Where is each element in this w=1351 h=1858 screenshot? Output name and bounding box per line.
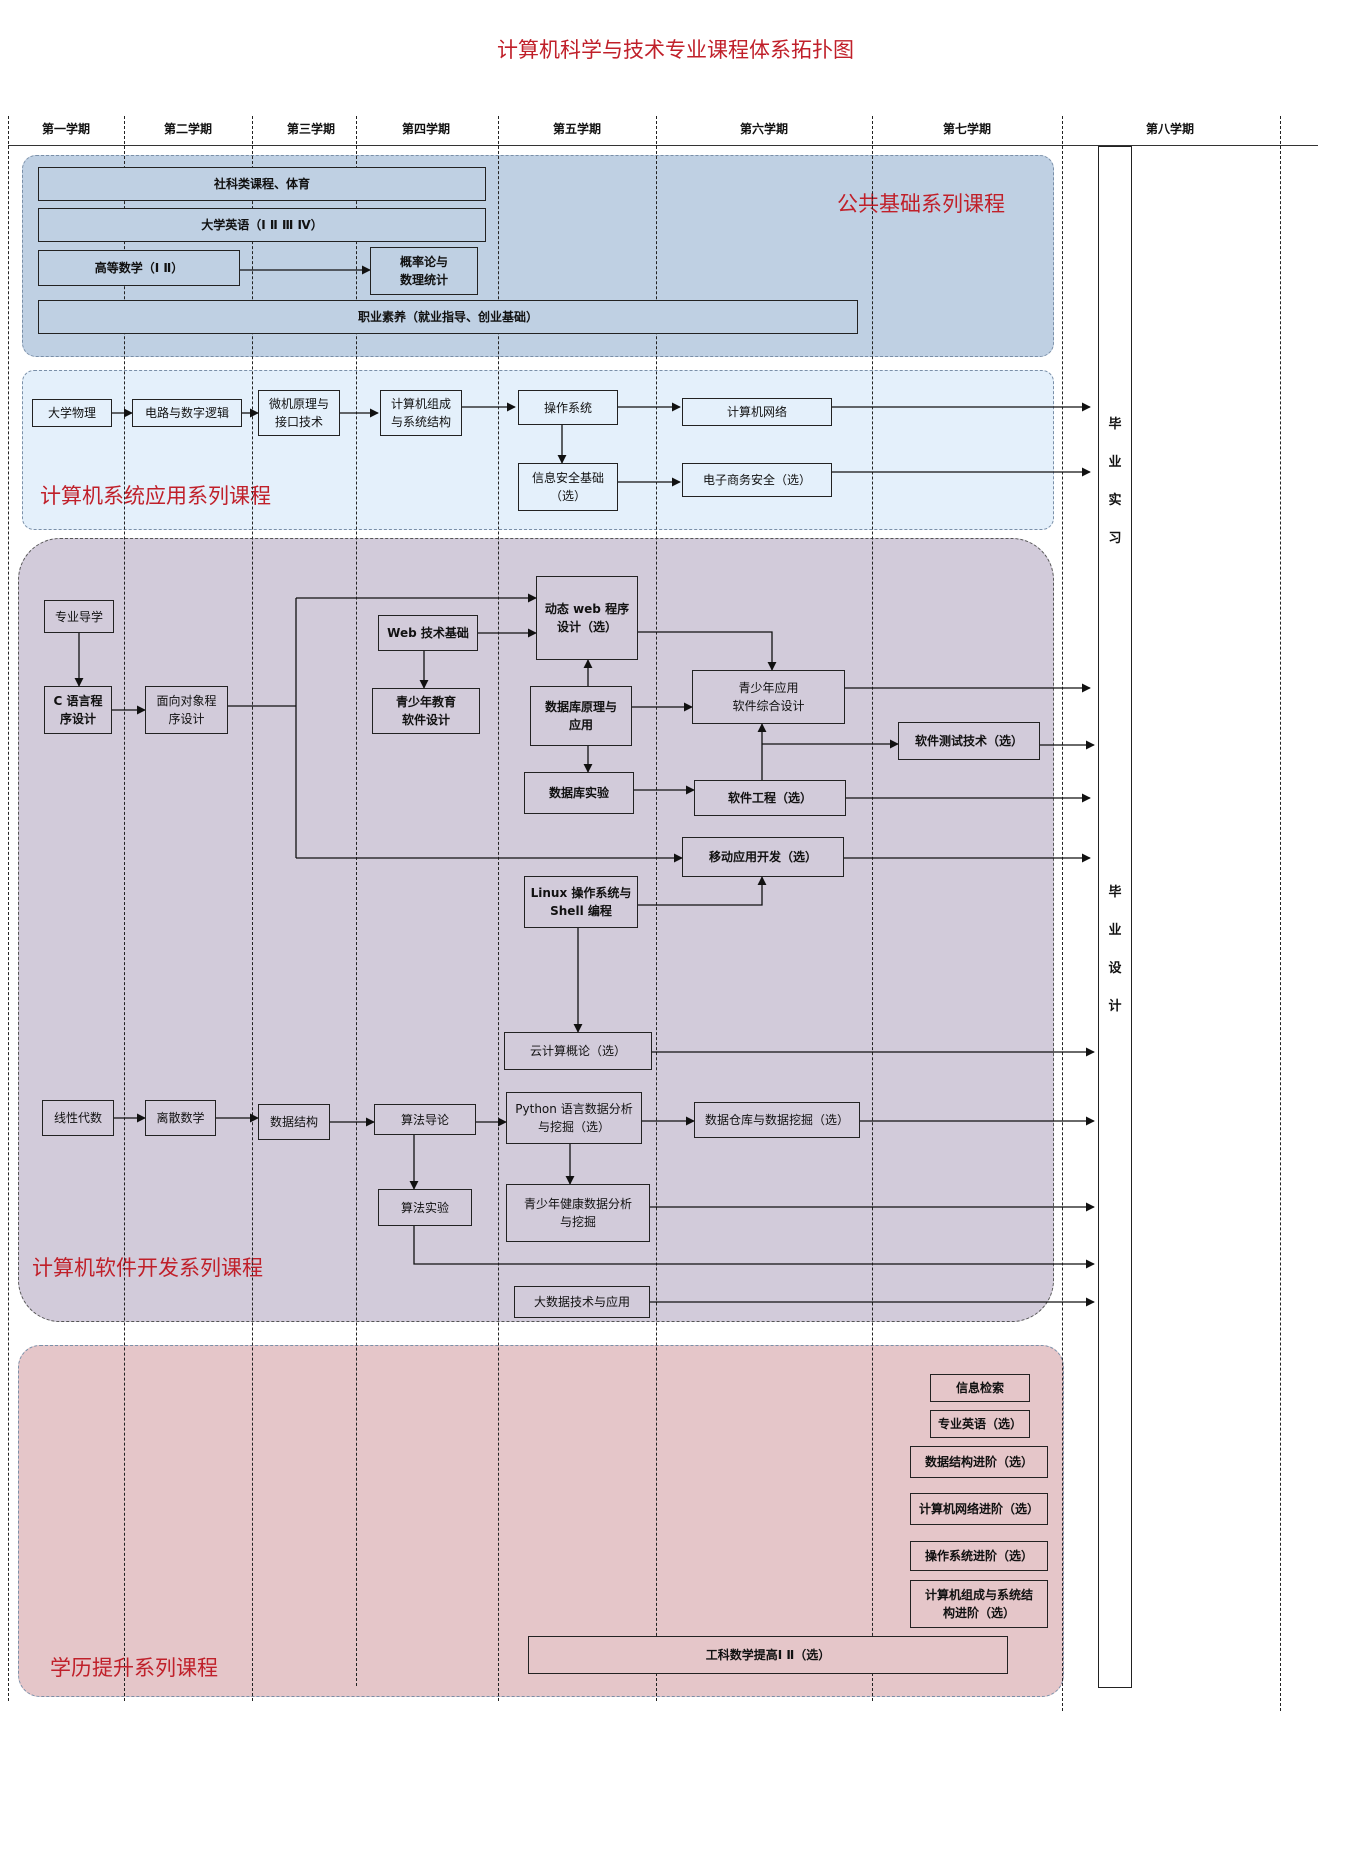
semester-1: 第一学期 (41, 122, 91, 136)
course-physics: 大学物理 (32, 399, 112, 427)
graduation-internship-char: 毕 (1108, 417, 1122, 432)
course-circuit: 电路与数字逻辑 (132, 399, 242, 427)
graduation-thesis-char: 设 (1108, 961, 1122, 976)
semester-3: 第三学期 (286, 122, 336, 136)
header-rule (8, 145, 1318, 146)
course-teen-health: 青少年健康数据分析 与挖掘 (506, 1184, 650, 1242)
semester-2: 第二学期 (163, 122, 213, 136)
semester-4: 第四学期 (401, 122, 451, 136)
course-ds: 数据结构 (258, 1104, 330, 1140)
course-career: 职业素养（就业指导、创业基础） (38, 300, 858, 334)
separator (124, 116, 125, 1701)
separator (656, 116, 657, 1701)
graduation-thesis-char: 毕 (1108, 885, 1122, 900)
semester-8: 第八学期 (1145, 122, 1195, 136)
diagram-title: 计算机科学与技术专业课程体系拓扑图 (497, 38, 854, 62)
system-band-label: 计算机系统应用系列课程 (40, 484, 271, 508)
course-db: 数据库原理与 应用 (530, 686, 632, 746)
graduation-bar (1098, 146, 1132, 1688)
course-se: 软件工程（选） (694, 780, 846, 816)
course-prob: 概率论与 数理统计 (370, 247, 478, 295)
course-organ-adv: 计算机组成与系统结 构进阶（选） (910, 1580, 1048, 1628)
semester-7: 第七学期 (942, 122, 992, 136)
course-math: 高等数学（Ⅰ Ⅱ） (38, 250, 240, 286)
course-testing: 软件测试技术（选） (898, 722, 1040, 760)
separator (252, 116, 253, 1701)
course-ds-adv: 数据结构进阶（选） (910, 1446, 1048, 1478)
course-os-adv: 操作系统进阶（选） (910, 1541, 1048, 1571)
course-cloud: 云计算概论（选） (504, 1032, 652, 1070)
course-english: 大学英语（Ⅰ Ⅱ Ⅲ Ⅳ） (38, 208, 486, 242)
separator (8, 116, 9, 1701)
course-network: 计算机网络 (682, 398, 832, 426)
graduation-internship-char: 习 (1108, 531, 1122, 546)
course-net-adv: 计算机网络进阶（选） (910, 1493, 1048, 1525)
semester-5: 第五学期 (552, 122, 602, 136)
course-ir: 信息检索 (930, 1374, 1030, 1402)
course-linalg: 线性代数 (42, 1100, 114, 1136)
course-algolab: 算法实验 (378, 1189, 472, 1226)
separator (498, 116, 499, 1701)
course-discrete: 离散数学 (145, 1100, 216, 1136)
course-bigdata: 大数据技术与应用 (514, 1286, 650, 1318)
graduation-internship-char: 实 (1108, 493, 1122, 508)
course-teen-edu: 青少年教育 软件设计 (372, 688, 480, 734)
course-eng-math: 工科数学提高Ⅰ Ⅱ（选） (528, 1636, 1008, 1674)
course-algo: 算法导论 (374, 1104, 476, 1135)
public-band-label: 公共基础系列课程 (837, 192, 1005, 216)
course-clang: C 语言程 序设计 (44, 686, 112, 734)
course-social: 社科类课程、体育 (38, 167, 486, 201)
separator (1280, 116, 1281, 1711)
course-pro-english: 专业英语（选） (930, 1410, 1030, 1438)
semester-6: 第六学期 (739, 122, 789, 136)
separator (872, 116, 873, 1701)
course-infosec: 信息安全基础 （选） (518, 463, 618, 511)
course-web: Web 技术基础 (378, 615, 478, 651)
software-band-label: 计算机软件开发系列课程 (32, 1256, 263, 1280)
graduation-thesis-char: 业 (1108, 923, 1122, 938)
graduation-internship-char: 业 (1108, 455, 1122, 470)
course-dynweb: 动态 web 程序 设计（选） (536, 576, 638, 660)
course-ecommerce: 电子商务安全（选） (682, 463, 832, 497)
upgrade-band-label: 学历提升系列课程 (50, 1656, 218, 1680)
course-intro: 专业导学 (44, 600, 114, 633)
course-micro: 微机原理与 接口技术 (258, 390, 340, 436)
course-dw: 数据仓库与数据挖掘（选） (694, 1102, 860, 1138)
course-oop: 面向对象程 序设计 (145, 686, 228, 734)
course-organ: 计算机组成 与系统结构 (380, 390, 462, 436)
course-os: 操作系统 (518, 390, 618, 425)
separator (1062, 116, 1063, 1711)
course-dblab: 数据库实验 (524, 772, 634, 814)
separator (356, 116, 357, 1686)
course-teen-app: 青少年应用 软件综合设计 (692, 670, 845, 724)
course-python: Python 语言数据分析 与挖掘（选） (506, 1092, 642, 1144)
course-linux: Linux 操作系统与 Shell 编程 (524, 876, 638, 928)
graduation-thesis-char: 计 (1108, 999, 1122, 1014)
course-mobile: 移动应用开发（选） (682, 837, 844, 877)
